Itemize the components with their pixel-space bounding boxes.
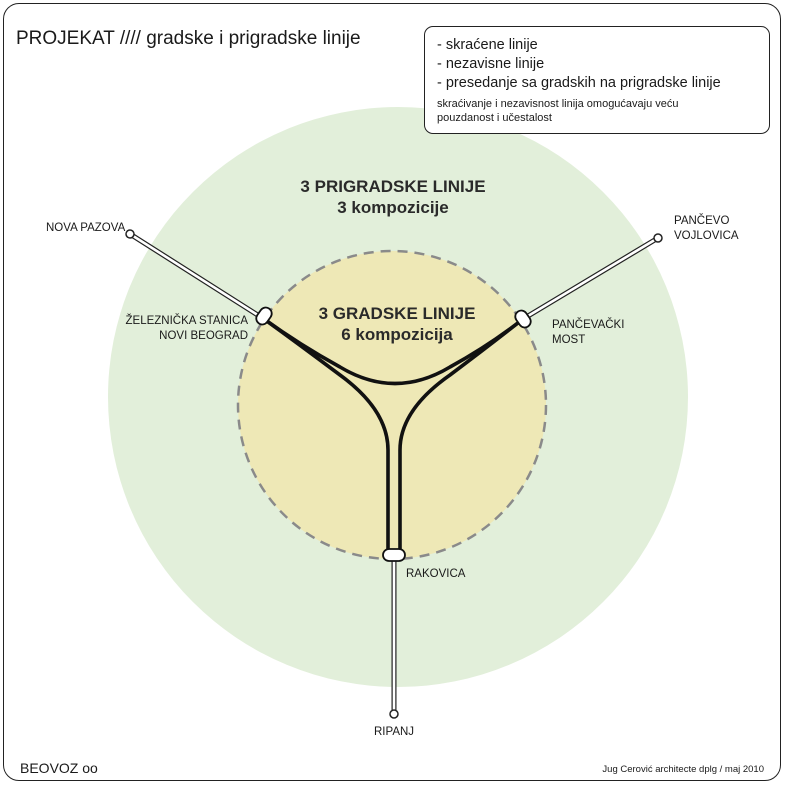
terminal-ripanj	[389, 709, 399, 719]
station-pancevo: PANČEVO VOJLOVICA	[674, 215, 739, 242]
interchange-pancevacki-most	[514, 309, 532, 329]
legend-item: - nezavisne linije	[437, 56, 545, 72]
legend-item: - presedanje sa gradskih na prigradske l…	[437, 75, 721, 91]
legend-item: - skraćene linije	[437, 37, 538, 53]
suburban-zone-line1: 3 PRIGRADSKE LINIJE	[300, 177, 486, 196]
station-nova-pazova: NOVA PAZOVA	[46, 222, 126, 234]
page-title: PROJEKAT //// gradske i prigradske linij…	[16, 28, 361, 49]
city-zone	[236, 249, 548, 561]
legend-note-line: pouzdanost i učestalost	[437, 112, 552, 124]
city-zone-line2: 6 kompozicija	[341, 325, 453, 344]
terminal-pancevo	[653, 233, 663, 243]
city-lines	[262, 317, 525, 555]
city-zone-label: 3 GRADSKE LINIJE 6 kompozicija	[272, 303, 522, 345]
legend-box: - skraćene linije - nezavisne linije - p…	[424, 26, 770, 134]
station-novi-beograd: ŽELEZNIČKA STANICA NOVI BEOGRAD	[125, 315, 248, 342]
city-track-pm-rakovica	[398, 317, 525, 555]
city-track-nb-pm	[262, 317, 525, 386]
city-zone-line1: 3 GRADSKE LINIJE	[318, 304, 476, 323]
suburban-zone-line2: 3 kompozicije	[337, 198, 449, 217]
city-track-nb-rakovica	[262, 317, 390, 555]
legend-note-line: skraćivanje i nezavisnost linija omoguća…	[437, 98, 679, 110]
interchange-novi-beograd	[255, 306, 273, 326]
interchange-rakovica	[382, 548, 406, 562]
station-rakovica: RAKOVICA	[406, 568, 466, 580]
suburban-lines	[127, 231, 661, 717]
station-ripanj: RIPANJ	[374, 726, 415, 738]
legend-note: skraćivanje i nezavisnost linija omoguća…	[437, 97, 759, 125]
footer-project-name: BEOVOZ oo	[20, 760, 98, 776]
suburban-zone-label: 3 PRIGRADSKE LINIJE 3 kompozicije	[268, 176, 518, 218]
station-pancevacki-most: PANČEVAČKI MOST	[552, 319, 625, 346]
footer-credit: Jug Cerović architecte dplg / maj 2010	[602, 764, 764, 775]
terminal-nova-pazova	[125, 229, 135, 239]
